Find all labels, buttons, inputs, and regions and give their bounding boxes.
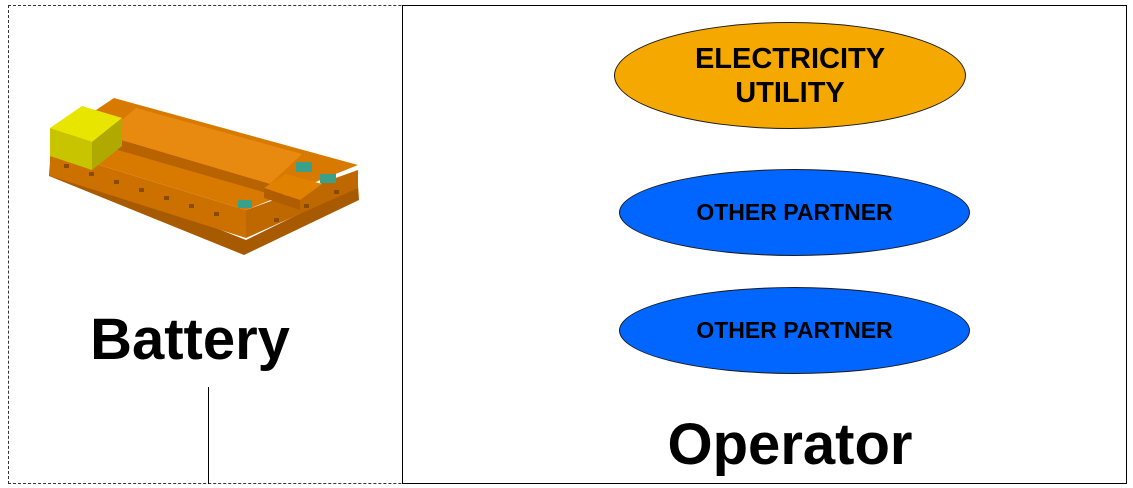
other-partner-node: OTHER PARTNER bbox=[619, 169, 970, 256]
connector-line bbox=[208, 387, 209, 484]
operator-panel bbox=[402, 5, 1127, 484]
operator-label: Operator bbox=[667, 412, 913, 477]
battery-pack-icon bbox=[49, 98, 359, 255]
other-partner-node: OTHER PARTNER bbox=[619, 287, 970, 374]
electricity-utility-node: ELECTRICITY UTILITY bbox=[614, 22, 966, 129]
battery-label: Battery bbox=[90, 307, 290, 372]
